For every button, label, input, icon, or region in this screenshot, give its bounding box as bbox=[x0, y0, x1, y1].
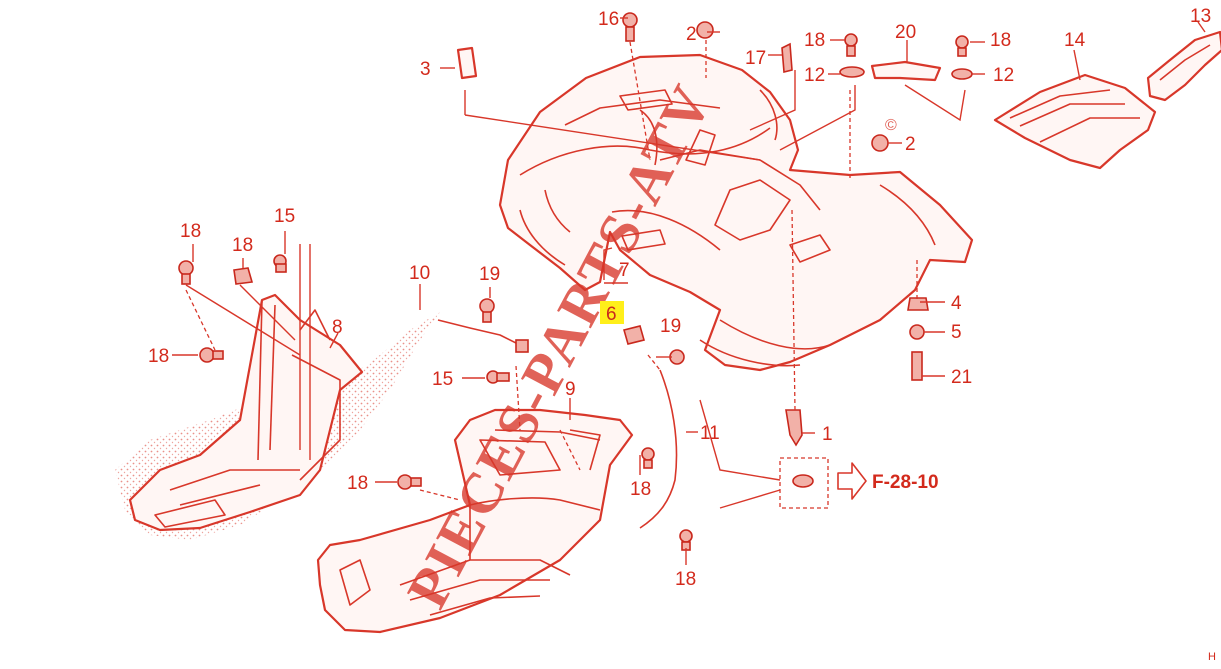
bracket-13 bbox=[1146, 30, 1221, 102]
callout-1: 1 bbox=[822, 424, 833, 445]
callout-4: 4 bbox=[951, 293, 962, 314]
callout-19-lower: 19 bbox=[660, 316, 681, 337]
floor-panel-left bbox=[115, 293, 440, 540]
callout-18-bottom-left: 18 bbox=[347, 473, 368, 494]
rear-fender-assembly bbox=[498, 53, 974, 372]
callout-12-left: 12 bbox=[804, 65, 825, 86]
callout-6: 6 bbox=[606, 304, 617, 325]
callout-highlight bbox=[600, 301, 624, 324]
callout-15-left: 15 bbox=[274, 206, 295, 227]
callout-5: 5 bbox=[951, 322, 962, 343]
callout-2-top: 2 bbox=[686, 24, 697, 45]
callout-19-upper: 19 bbox=[479, 264, 500, 285]
hose-11 bbox=[639, 369, 678, 529]
hose-10 bbox=[437, 319, 521, 346]
callout-18-mid-left: 18 bbox=[148, 346, 169, 367]
hose-10-end bbox=[515, 339, 529, 353]
copyright-symbol: © bbox=[885, 117, 897, 134]
callout-13: 13 bbox=[1190, 6, 1211, 27]
callout-2-right: 2 bbox=[905, 134, 916, 155]
callout-10: 10 bbox=[409, 263, 430, 284]
callout-15-mid: 15 bbox=[432, 369, 453, 390]
callout-7: 7 bbox=[619, 260, 630, 281]
callout-18-top-right: 18 bbox=[990, 30, 1011, 51]
leader-lines bbox=[172, 17, 1206, 565]
callout-14: 14 bbox=[1064, 30, 1086, 51]
callout-21: 21 bbox=[951, 367, 972, 388]
callout-20: 20 bbox=[895, 22, 916, 43]
callout-18-left-2: 18 bbox=[232, 235, 253, 256]
fasteners bbox=[178, 12, 973, 551]
corner-mark: H bbox=[1208, 651, 1216, 663]
callout-9: 9 bbox=[565, 379, 576, 400]
callout-17: 17 bbox=[745, 48, 766, 69]
plate-20 bbox=[870, 60, 942, 82]
callout-12-right: 12 bbox=[993, 65, 1014, 86]
reference-label: F-28-10 bbox=[872, 472, 939, 493]
callout-18-bottom-mid: 18 bbox=[630, 479, 651, 500]
clip-3 bbox=[456, 46, 478, 80]
reference-arrow bbox=[837, 462, 867, 500]
callout-16: 16 bbox=[598, 9, 619, 30]
callout-labels: 16 2 17 18 20 18 13 14 3 12 12 2 15 18 1… bbox=[148, 6, 1211, 590]
callout-18-left: 18 bbox=[180, 221, 201, 242]
floor-panel-right bbox=[316, 408, 634, 634]
callout-11: 11 bbox=[700, 423, 720, 444]
callout-3: 3 bbox=[420, 59, 431, 80]
cover-panel-14 bbox=[993, 73, 1157, 170]
callout-8: 8 bbox=[332, 317, 343, 338]
callout-18-bottom: 18 bbox=[675, 569, 696, 590]
guide-lines bbox=[185, 40, 918, 509]
callout-18-top: 18 bbox=[804, 30, 825, 51]
